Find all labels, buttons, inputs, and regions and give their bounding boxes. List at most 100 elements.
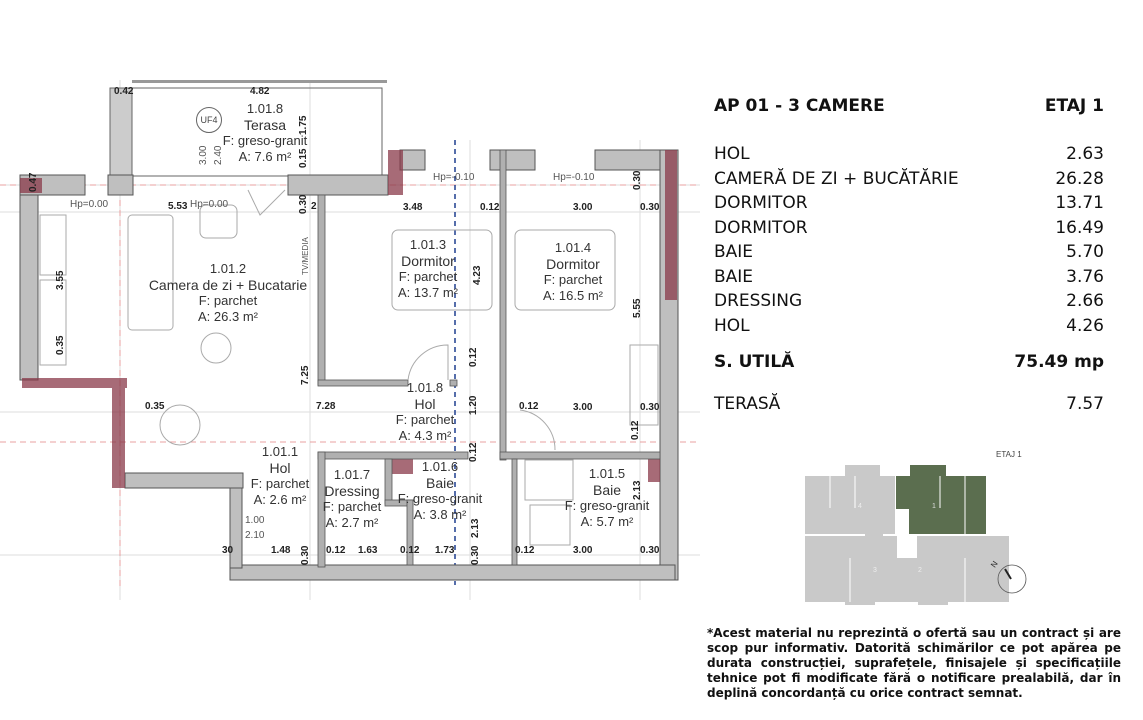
room-code: 1.01.8 bbox=[406, 380, 444, 395]
room-area: 26.28 bbox=[1055, 168, 1104, 189]
dimension: 0.12 bbox=[480, 202, 500, 213]
room-name: HOL bbox=[714, 315, 750, 336]
room-area: 2.66 bbox=[1066, 291, 1104, 311]
room-label-dormitor-2: 1.01.4 Dormitor F: parchet A: 16.5 m² bbox=[543, 240, 603, 304]
dimension: 1.20 bbox=[468, 395, 479, 415]
room-label-living: 1.01.2 Camera de zi + Bucatarie F: parch… bbox=[149, 261, 307, 325]
room-name: Dormitor bbox=[546, 256, 600, 272]
dimension: 0.12 bbox=[400, 545, 420, 556]
dimension: 0.30 bbox=[640, 545, 660, 556]
room-name: Hol bbox=[414, 396, 436, 412]
keyplan: 1 2 3 4 N bbox=[805, 465, 1027, 605]
dimension: 3.00 bbox=[573, 402, 593, 413]
dimension: 3.48 bbox=[403, 202, 423, 213]
room-name: DORMITOR bbox=[714, 193, 808, 213]
room-code: 1.01.2 bbox=[209, 261, 247, 276]
terrace-value: 7.57 bbox=[1066, 394, 1104, 414]
dimension: 0.30 bbox=[640, 202, 660, 213]
dimension: 0.12 bbox=[630, 420, 641, 440]
dimension: 2 bbox=[311, 201, 317, 212]
usable-area-value: 75.49 mp bbox=[1014, 352, 1104, 372]
dimension: 0.35 bbox=[55, 335, 66, 355]
north-arrow-icon: N bbox=[989, 559, 1027, 594]
room-area-row: DRESSING 2.66 bbox=[714, 289, 1104, 314]
dimension: 3.55 bbox=[55, 270, 66, 290]
keyplan-unit-label: 2 bbox=[918, 567, 922, 574]
room-code: 1.01.7 bbox=[333, 467, 371, 482]
dimension: 0.12 bbox=[326, 545, 346, 556]
dimension: 1.48 bbox=[271, 545, 291, 556]
keyplan-unit-label: 1 bbox=[932, 503, 936, 510]
keyplan-unit-label: 4 bbox=[858, 503, 862, 510]
keyplan-floor-label: ETAJ 1 bbox=[996, 450, 1022, 459]
usable-area-label: S. UTILĂ bbox=[714, 352, 795, 372]
room-code: 1.01.4 bbox=[554, 240, 592, 255]
room-area-row: DORMITOR 16.49 bbox=[714, 216, 1104, 241]
room-name: Dressing bbox=[324, 483, 380, 499]
room-finish: F: greso-granit bbox=[222, 133, 308, 148]
dimension: 4.82 bbox=[250, 86, 270, 97]
dimension: 30 bbox=[222, 545, 234, 556]
dimension: 0.30 bbox=[470, 545, 481, 565]
room-area-row: CAMERĂ DE ZI + BUCĂTĂRIE 26.28 bbox=[714, 167, 1104, 192]
room-code: 1.01.5 bbox=[588, 466, 626, 481]
room-area: 13.71 bbox=[1055, 193, 1104, 213]
room-name: Hol bbox=[269, 460, 291, 476]
room-finish: F: greso-granit bbox=[564, 498, 650, 513]
room-area: A: 3.8 m² bbox=[413, 507, 467, 522]
dimension: 1.73 bbox=[435, 545, 455, 556]
dimension: 0.47 bbox=[28, 172, 39, 192]
dimension: 5.55 bbox=[632, 298, 643, 318]
dimension: 1.00 bbox=[245, 515, 265, 526]
room-name: BAIE bbox=[714, 242, 754, 262]
terrace-label: TERASĂ bbox=[714, 394, 781, 414]
room-finish: F: parchet bbox=[322, 499, 382, 514]
dimension: 0.35 bbox=[145, 401, 165, 412]
room-label-dressing: 1.01.7 Dressing F: parchet A: 2.7 m² bbox=[323, 467, 382, 531]
dimension: 3.00 bbox=[198, 145, 209, 165]
room-name: Baie bbox=[425, 475, 455, 491]
floor-plan: 0.42 4.82 1.75 0.15 3.00 2.40 0.47 Hp=0.… bbox=[0, 80, 700, 600]
room-area: A: 5.7 m² bbox=[580, 514, 634, 529]
dimension: 0.30 bbox=[300, 545, 311, 565]
room-finish: F: parchet bbox=[250, 476, 310, 491]
room-finish: F: parchet bbox=[398, 269, 458, 284]
keyplan-unit-2 bbox=[917, 536, 1009, 602]
room-area-row: DORMITOR 13.71 bbox=[714, 191, 1104, 216]
terrace-row: TERASĂ 7.57 bbox=[714, 394, 1104, 414]
dimension: 7.25 bbox=[300, 365, 311, 385]
room-name: BAIE bbox=[714, 266, 754, 287]
keyplan-unit-1-highlight bbox=[896, 465, 986, 534]
room-code: 1.01.8 bbox=[246, 101, 284, 116]
dimension: 0.42 bbox=[114, 86, 134, 97]
room-name: DORMITOR bbox=[714, 217, 808, 238]
keyplan-unit-label: 3 bbox=[873, 567, 877, 574]
summary-header: AP 01 - 3 CAMERE ETAJ 1 bbox=[714, 96, 1104, 116]
room-area: A: 4.3 m² bbox=[398, 428, 452, 443]
room-area: 2.63 bbox=[1066, 144, 1104, 164]
room-code: 1.01.6 bbox=[421, 459, 459, 474]
room-label-terasa: 1.01.8 Terasa F: greso-granit A: 7.6 m² bbox=[223, 101, 308, 165]
room-area: 16.49 bbox=[1055, 217, 1104, 238]
room-label-dormitor-1: 1.01.3 Dormitor F: parchet A: 13.7 m² bbox=[398, 237, 458, 301]
room-name: CAMERĂ DE ZI + BUCĂTĂRIE bbox=[714, 168, 959, 189]
dimension: 3.00 bbox=[573, 202, 593, 213]
dimension: 0.30 bbox=[298, 194, 309, 214]
room-name: Terasa bbox=[243, 117, 287, 133]
usable-area-row: S. UTILĂ 75.49 mp bbox=[714, 352, 1104, 372]
room-area: 3.76 bbox=[1066, 266, 1104, 287]
room-name: Camera de zi + Bucatarie bbox=[148, 277, 308, 293]
dimension: 5.53 bbox=[168, 201, 188, 212]
room-label-hol-1: 1.01.1 Hol F: parchet A: 2.6 m² bbox=[251, 444, 310, 508]
floor-plan-drawing bbox=[0, 80, 700, 600]
room-area-row: BAIE 3.76 bbox=[714, 265, 1104, 290]
floor-label: ETAJ 1 bbox=[1044, 96, 1104, 116]
dimension: 3.00 bbox=[573, 545, 593, 556]
room-area: A: 16.5 m² bbox=[543, 288, 603, 303]
room-finish: F: parchet bbox=[395, 412, 455, 427]
room-name: DRESSING bbox=[714, 291, 803, 311]
uf-tag: UF4 bbox=[196, 107, 222, 133]
